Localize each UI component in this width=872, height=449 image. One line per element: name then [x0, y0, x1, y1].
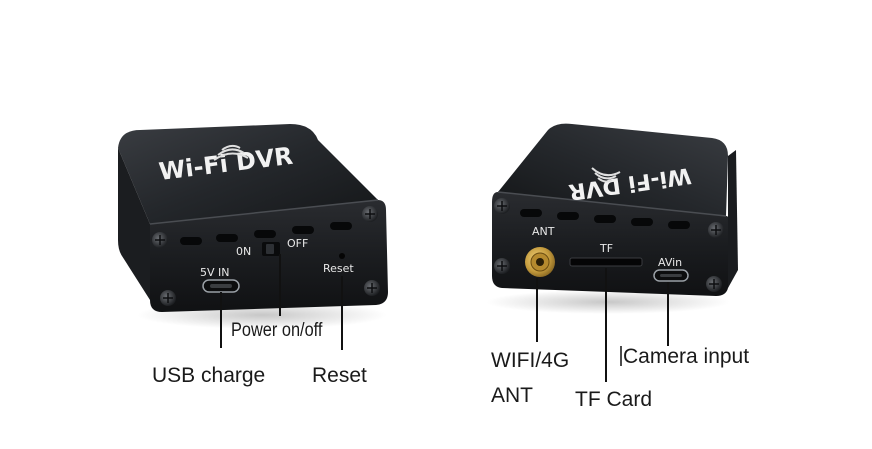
screw: [152, 206, 380, 306]
callout-ant: ANT: [491, 384, 533, 407]
wifi-icon: [591, 167, 621, 183]
usb-label: 5V IN: [200, 266, 230, 279]
callout-reset: Reset: [312, 364, 367, 387]
right-dvr-device: Wi-Fi DVR ANT: [486, 123, 738, 382]
callout-power: Power on/off: [231, 320, 323, 341]
on-label: 0N: [236, 245, 251, 258]
avin-panel-label: AVin: [658, 256, 682, 269]
callout-tf-card: TF Card: [575, 388, 653, 411]
wifi-icon: [213, 144, 249, 161]
tf-panel-label: TF: [599, 242, 613, 255]
callout-wifi-4g: WIFI/4G: [491, 349, 570, 372]
reset-panel-label: Reset: [323, 262, 354, 275]
callout-usb-charge: USB charge: [152, 364, 266, 387]
off-label: OFF: [287, 237, 308, 250]
reset-hole: [339, 253, 345, 259]
left-dvr-device: Wi-Fi DVR 0N OFF: [118, 124, 388, 350]
tf-card-slot: [569, 257, 643, 267]
ant-panel-label: ANT: [532, 225, 555, 238]
callout-camera-input: Camera input: [623, 345, 750, 368]
screw: [494, 198, 724, 292]
